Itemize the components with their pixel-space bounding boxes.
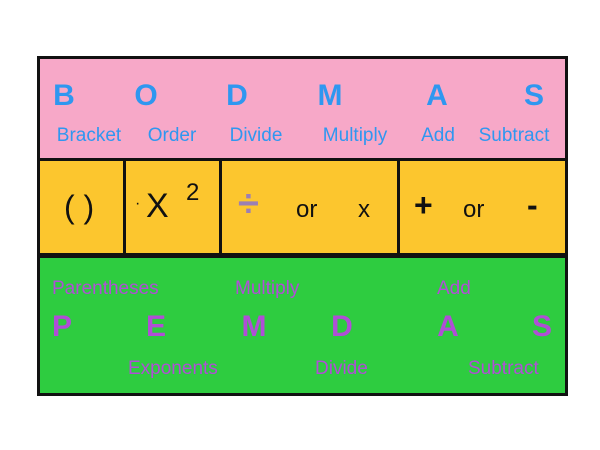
bodmas-letter-b: B bbox=[53, 79, 75, 112]
bodmas-word-order: Order bbox=[147, 125, 197, 146]
or-text-2: or bbox=[463, 196, 485, 223]
pemdas-letter-p: P bbox=[51, 310, 73, 343]
bodmas-pemdas-diagram: B O D M A S Bracket Order Divide Multipl… bbox=[37, 56, 568, 396]
bodmas-letter-a: A bbox=[426, 79, 448, 112]
pemdas-letter-m: M bbox=[241, 310, 267, 343]
plus-symbol: + bbox=[414, 187, 433, 223]
pemdas-letter-s: S bbox=[531, 310, 553, 343]
bodmas-word-divide: Divide bbox=[229, 125, 283, 146]
pemdas-letter-a: A bbox=[437, 310, 459, 343]
brackets-symbol: ( ) bbox=[64, 189, 95, 225]
bodmas-letter-d: D bbox=[226, 79, 248, 112]
bodmas-word-multiply: Multiply bbox=[322, 125, 388, 146]
x-symbol: X bbox=[146, 187, 169, 225]
dot-symbol: · bbox=[135, 195, 141, 212]
pemdas-letter-d: D bbox=[331, 310, 353, 343]
bodmas-band: B O D M A S Bracket Order Divide Multipl… bbox=[37, 56, 568, 162]
pemdas-word-multiply: Multiply bbox=[235, 278, 300, 299]
bodmas-word-bracket: Bracket bbox=[56, 125, 122, 146]
pemdas-word-parentheses: Parentheses bbox=[52, 278, 159, 299]
bodmas-letter-o: O bbox=[134, 79, 158, 112]
pemdas-word-add: Add bbox=[437, 278, 471, 299]
bodmas-letter-m: M bbox=[317, 79, 343, 112]
bodmas-word-subtract: Subtract bbox=[478, 125, 550, 146]
bodmas-word-add: Add bbox=[421, 125, 455, 146]
pemdas-word-exponents: Exponents bbox=[128, 358, 218, 379]
pemdas-letter-e: E bbox=[145, 310, 167, 343]
brackets-cell: ( ) bbox=[40, 161, 126, 253]
times-symbol: x bbox=[358, 196, 370, 223]
exponent-symbol: 2 bbox=[186, 179, 200, 206]
bodmas-letter-s: S bbox=[523, 79, 545, 112]
pemdas-band: Parentheses Multiply Add P E M D A S Exp… bbox=[37, 255, 568, 396]
or-text-1: or bbox=[296, 196, 318, 223]
pemdas-word-subtract: Subtract bbox=[468, 358, 539, 379]
order-cell: · X 2 bbox=[126, 161, 222, 253]
divide-sign-icon: ÷ bbox=[238, 183, 259, 225]
operator-band: ( ) · X 2 ÷ or x + or - bbox=[37, 158, 568, 256]
add-subtract-cell: + or - bbox=[400, 161, 565, 253]
pemdas-word-divide: Divide bbox=[315, 358, 368, 379]
divide-multiply-cell: ÷ or x bbox=[222, 161, 400, 253]
minus-symbol: - bbox=[527, 187, 538, 223]
